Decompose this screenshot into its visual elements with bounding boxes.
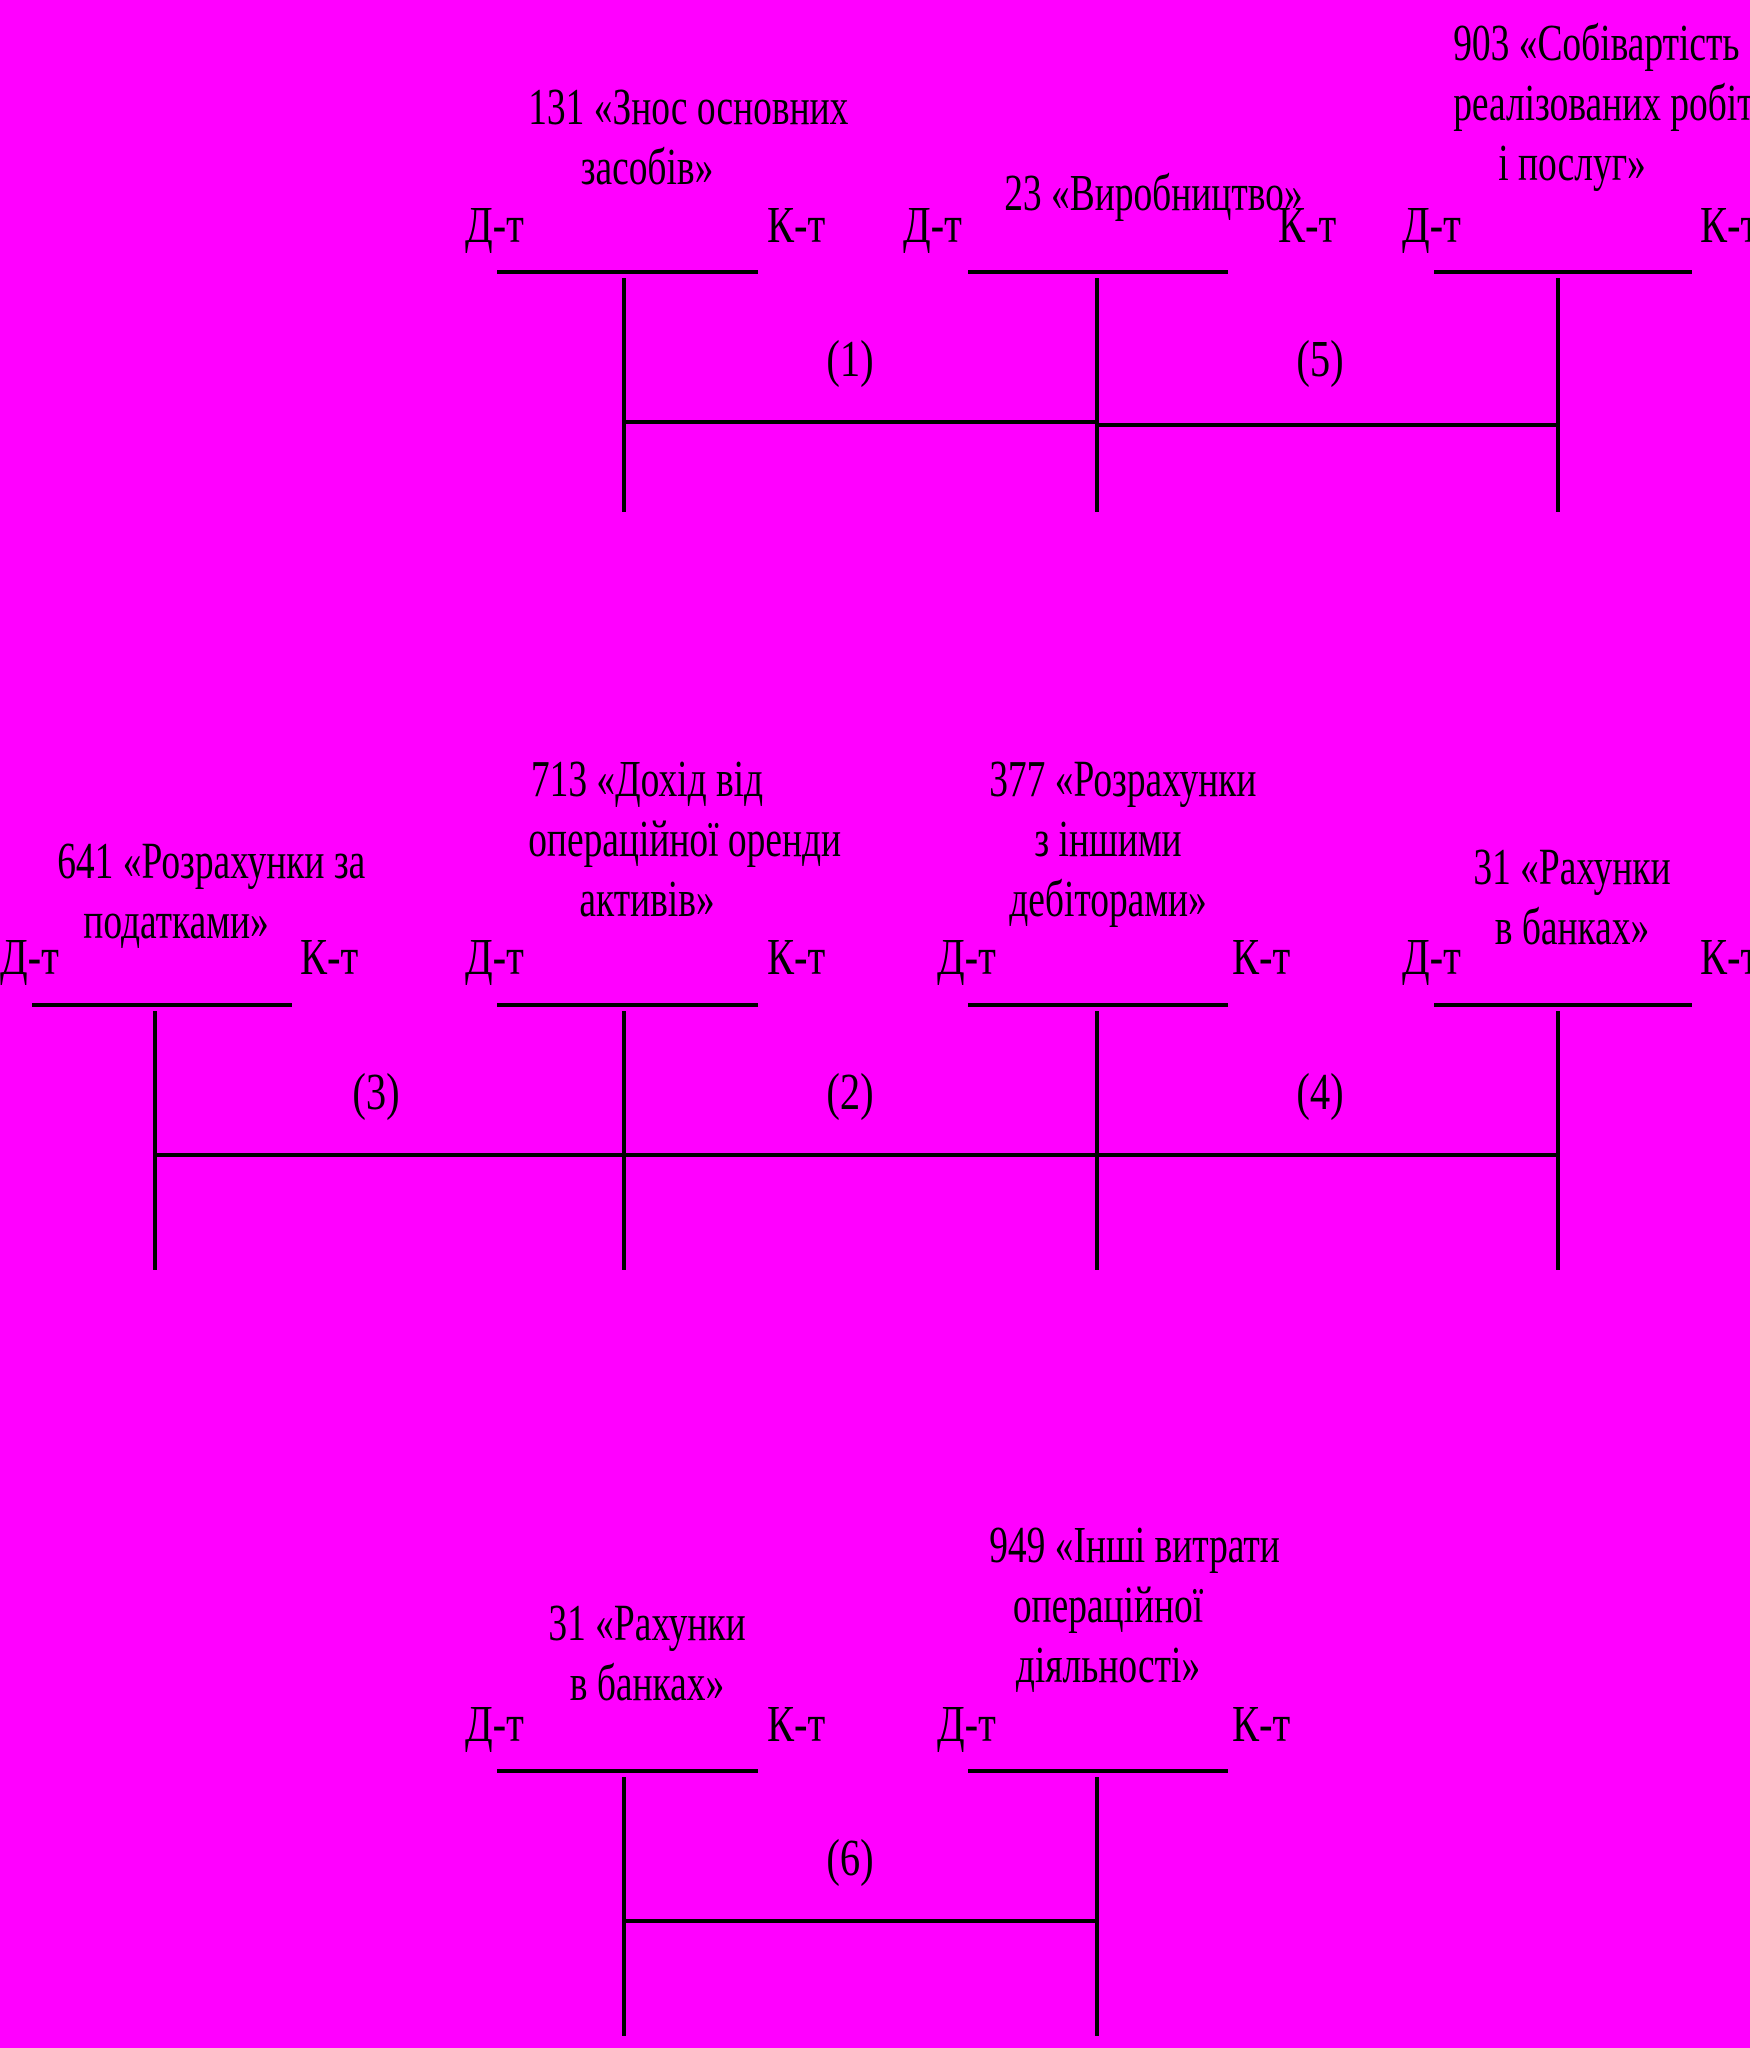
account-title-line: засобів» xyxy=(580,139,714,196)
account-title-line: дебіторами» xyxy=(1009,871,1207,928)
account-title-line: 31 «Рахунки xyxy=(1473,839,1671,896)
account-title-713: 713 «Дохід від операційної оренди активі… xyxy=(528,750,842,930)
account-title-line: діяльності» xyxy=(1015,1637,1201,1694)
debit-label: Д-т xyxy=(1402,929,1461,986)
entry-number-6: (6) xyxy=(826,1830,874,1887)
credit-label: К-т xyxy=(1232,1696,1291,1753)
credit-label: К-т xyxy=(767,1696,826,1753)
entry-number-3: (3) xyxy=(352,1064,400,1121)
credit-label: К-т xyxy=(1700,929,1750,986)
credit-label: К-т xyxy=(300,929,359,986)
account-title-line: податками» xyxy=(83,893,269,950)
account-title-31b: 31 «Рахунки в банках» xyxy=(528,1594,766,1714)
credit-label: К-т xyxy=(767,197,826,254)
debit-label: Д-т xyxy=(465,1696,524,1753)
account-title-line: 949 «Інші витрати xyxy=(989,1517,1280,1574)
account-title-line: операційної xyxy=(1012,1577,1204,1634)
debit-label: Д-т xyxy=(465,197,524,254)
account-title-line: 23 «Виробництво» xyxy=(1004,165,1303,222)
account-title-line: і послуг» xyxy=(1498,135,1646,192)
entry-number-5: (5) xyxy=(1296,331,1344,388)
account-title-line: активів» xyxy=(579,871,715,928)
account-title-line: з іншими xyxy=(1034,811,1182,868)
account-title-377: 377 «Розрахунки з іншими дебіторами» xyxy=(989,750,1257,930)
account-title-949: 949 «Інші витрати операційної діяльності… xyxy=(989,1516,1280,1696)
account-title-line: операційної оренди xyxy=(528,811,842,868)
account-title-line: в банках» xyxy=(1494,899,1650,956)
account-title-31: 31 «Рахунки в банках» xyxy=(1453,838,1691,958)
account-title-903: 903 «Собівартість реалізованих робіт і п… xyxy=(1453,14,1750,194)
account-title-line: 713 «Дохід від xyxy=(530,751,764,808)
debit-label: Д-т xyxy=(0,929,59,986)
account-title-line: 903 «Собівартість xyxy=(1453,15,1740,72)
credit-label: К-т xyxy=(1700,197,1750,254)
account-title-23: 23 «Виробництво» xyxy=(1004,164,1303,224)
account-title-131: 131 «Знос основних засобів» xyxy=(528,78,849,198)
account-title-line: 377 «Розрахунки xyxy=(989,751,1257,808)
debit-label: Д-т xyxy=(937,1696,996,1753)
account-title-line: в банках» xyxy=(569,1655,725,1712)
credit-label: К-т xyxy=(767,929,826,986)
credit-label: К-т xyxy=(1232,929,1291,986)
account-title-line: 31 «Рахунки xyxy=(548,1595,746,1652)
debit-label: Д-т xyxy=(903,197,962,254)
entry-number-4: (4) xyxy=(1296,1064,1344,1121)
account-title-641: 641 «Розрахунки за податками» xyxy=(57,832,366,952)
account-title-line: 641 «Розрахунки за xyxy=(57,833,366,890)
credit-label: К-т xyxy=(1278,197,1337,254)
debit-label: Д-т xyxy=(465,929,524,986)
account-title-line: 131 «Знос основних xyxy=(528,79,849,136)
entry-number-1: (1) xyxy=(826,331,874,388)
debit-label: Д-т xyxy=(1402,197,1461,254)
debit-label: Д-т xyxy=(937,929,996,986)
entry-number-2: (2) xyxy=(826,1064,874,1121)
account-title-line: реалізованих робіт xyxy=(1453,75,1750,132)
